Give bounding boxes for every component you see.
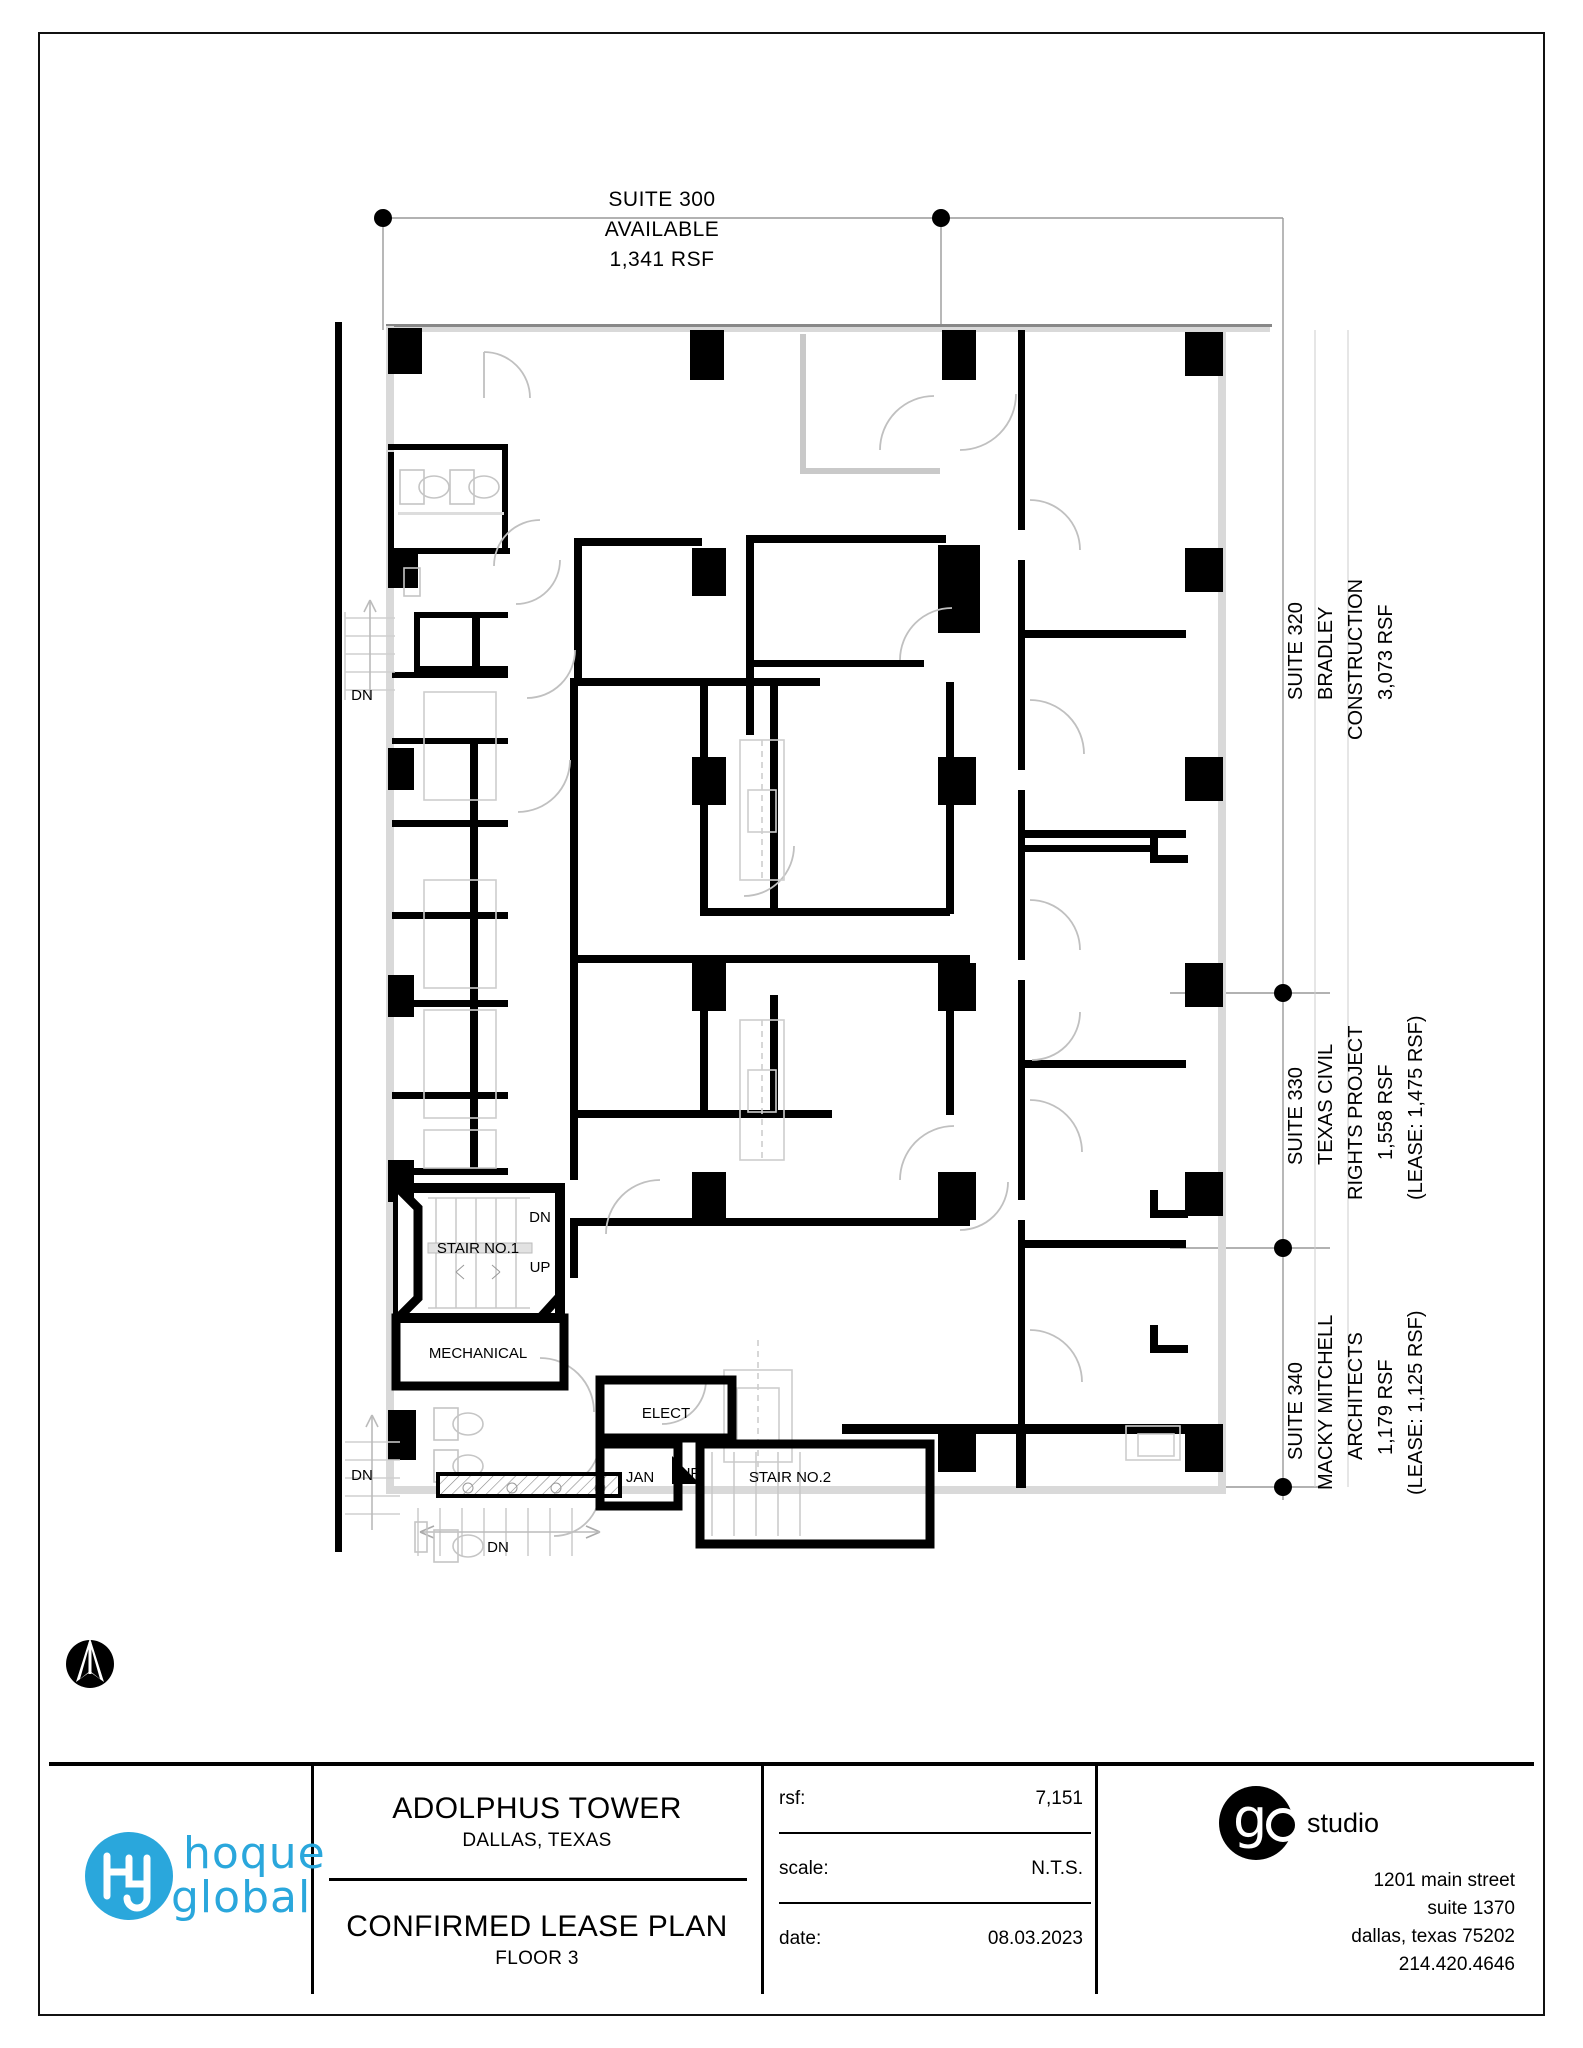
hoque-mark-circle [85, 1832, 173, 1920]
gostudio-g-mark: g [1233, 1787, 1268, 1850]
suite-300-rsf: 1,341 RSF [610, 248, 715, 271]
suite-320-callout: SUITE 320 BRADLEY CONSTRUCTION 3,073 RSF [1285, 579, 1397, 740]
spec-rule-2 [779, 1902, 1091, 1904]
gostudio-o-mark [1266, 1808, 1300, 1842]
architect-logo-block: g studio 1201 main street suite 1370 dal… [1099, 1770, 1531, 1994]
building-location: DALLAS, TEXAS [462, 1829, 612, 1851]
date-value: 08.03.2023 [987, 1928, 1083, 1949]
left-stair-runs-lower [345, 1414, 400, 1530]
suite-340-number: SUITE 340 [1285, 1362, 1307, 1460]
dn-label-bottom: DN [487, 1539, 509, 1556]
casework [423, 691, 1181, 1480]
interior-partitions [388, 330, 1188, 1488]
elect-label: ELECT [642, 1405, 690, 1422]
lavatory-counter [436, 1472, 622, 1498]
suite-340-tenant-1: MACKY MITCHELL [1315, 1315, 1337, 1490]
building-name: ADOLPHUS TOWER [392, 1792, 682, 1825]
architect-address-line-1: 1201 main street [1373, 1870, 1515, 1891]
mechanical-label: MECHANICAL [429, 1345, 527, 1362]
building-shell [335, 322, 1272, 1552]
title-block-divider-2 [761, 1762, 764, 1994]
suite-330-tenant-2: RIGHTS PROJECT [1345, 1026, 1367, 1200]
suite-300-tenant: AVAILABLE [605, 218, 720, 241]
dn-label-upper: DN [351, 687, 373, 704]
suite-320-tenant-1: BRADLEY [1315, 607, 1337, 700]
stair-1-up-label: UP [530, 1259, 551, 1276]
rsf-value: 7,151 [1035, 1788, 1083, 1809]
suite-340-tenant-2: ARCHITECTS [1345, 1332, 1367, 1460]
bottom-stair-run [417, 1508, 601, 1556]
left-stair-runs [344, 599, 395, 700]
mechanical-room: MECHANICAL [391, 1313, 569, 1391]
stair-no-1: STAIR NO.1 DN UP [393, 1183, 565, 1323]
suite-300-callout: SUITE 300 AVAILABLE 1,341 RSF [605, 188, 720, 271]
suite-340-lease-rsf: (LEASE: 1,125 RSF) [1405, 1310, 1427, 1495]
sheet-border [38, 32, 1545, 2016]
architect-phone: 214.420.4646 [1398, 1954, 1515, 1975]
service-core-lower: ELECT JAN STAIR NO.2 UP [595, 1375, 935, 1549]
suite-330-lease-rsf: (LEASE: 1,475 RSF) [1405, 1015, 1427, 1200]
gostudio-logo: g studio [1219, 1786, 1479, 1860]
plumbing-fixtures [398, 469, 504, 1563]
gostudio-wordmark: studio [1307, 1808, 1380, 1838]
rsf-key: rsf: [779, 1788, 806, 1809]
drawing-title-cell: CONFIRMED LEASE PLAN FLOOR 3 [315, 1882, 759, 1992]
stair-2-label: STAIR NO.2 [749, 1469, 831, 1486]
structural-columns [388, 328, 1223, 1472]
drawing-floor: FLOOR 3 [495, 1947, 579, 1969]
spec-table: rsf: 7,151 scale: N.T.S. date: 08.03.202… [765, 1766, 1093, 1994]
suite-330-callout: SUITE 330 TEXAS CIVIL RIGHTS PROJECT 1,5… [1285, 1015, 1427, 1200]
suite-340-callout: SUITE 340 MACKY MITCHELL ARCHITECTS 1,17… [1285, 1310, 1427, 1495]
hoque-wordmark-line1: hoque [183, 1828, 326, 1879]
title-block-mid-rule [329, 1878, 747, 1881]
suite-330-number: SUITE 330 [1285, 1067, 1307, 1165]
stair-1-label: STAIR NO.1 [437, 1240, 519, 1257]
suite-320-rsf: 3,073 RSF [1375, 604, 1397, 700]
spec-row-scale: scale: N.T.S. [765, 1858, 1093, 1914]
building-title-cell: ADOLPHUS TOWER DALLAS, TEXAS [315, 1766, 759, 1880]
dn-label-lower: DN [351, 1467, 373, 1484]
jan-label: JAN [626, 1469, 654, 1486]
owner-logo: hoque global [49, 1780, 329, 1970]
north-arrow-icon [62, 1634, 118, 1690]
scale-key: scale: [779, 1858, 829, 1879]
hoque-wordmark-line2: global [171, 1872, 312, 1923]
drawing-title: CONFIRMED LEASE PLAN [346, 1910, 728, 1943]
architect-address-line-2: suite 1370 [1427, 1898, 1515, 1919]
architect-address-line-3: dallas, texas 75202 [1351, 1926, 1515, 1947]
suite-300-dimension-leader [374, 209, 1284, 1500]
spec-rule-1 [779, 1832, 1091, 1834]
date-key: date: [779, 1928, 822, 1949]
suite-300-number: SUITE 300 [608, 188, 715, 211]
title-block: hoque global ADOLPHUS TOWER DALLAS, TEXA… [49, 1762, 1534, 1994]
scale-value: N.T.S. [1031, 1858, 1083, 1879]
suite-330-rsf: 1,558 RSF [1375, 1064, 1397, 1160]
floor-plan-drawing: STAIR NO.1 DN UP MECHANICAL ELECT JAN ST… [335, 188, 1427, 1563]
suite-340-rsf: 1,179 RSF [1375, 1359, 1397, 1455]
title-block-divider-1 [311, 1762, 314, 1994]
suite-320-tenant-2: CONSTRUCTION [1345, 579, 1367, 740]
title-block-top-rule [49, 1762, 1534, 1766]
title-block-divider-3 [1095, 1762, 1098, 1994]
spec-row-rsf: rsf: 7,151 [765, 1788, 1093, 1844]
suite-330-tenant-1: TEXAS CIVIL [1315, 1044, 1337, 1165]
spec-row-date: date: 08.03.2023 [765, 1928, 1093, 1984]
suite-320-number: SUITE 320 [1285, 602, 1307, 700]
stair-1-dn-label: DN [529, 1209, 551, 1226]
